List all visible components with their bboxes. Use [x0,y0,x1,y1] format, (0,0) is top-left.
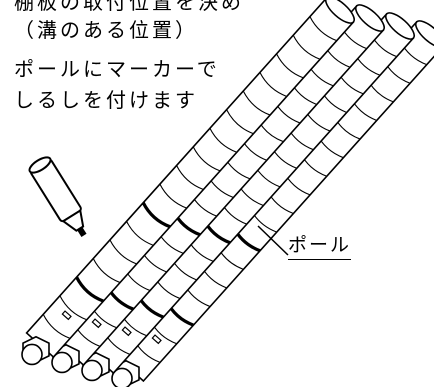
marker-cap-end [28,156,52,174]
pole-top-cap [415,20,434,48]
adjuster-foot [21,343,43,366]
pole-top-cap [325,0,355,24]
pole-groove [92,258,121,284]
pole-slot [151,334,162,345]
adjuster-foot [81,359,103,382]
pole-groove [126,221,154,246]
pole-groove [242,90,271,116]
instruction-line-1: 棚板の取付位置を決め [14,0,244,14]
pole-groove [109,239,137,265]
pole-top-cap [355,4,385,32]
marker-nib [77,227,87,237]
marker-line [141,201,171,229]
pole-slot [121,326,132,337]
pole-groove [192,146,221,172]
pole-leader-line [257,225,289,256]
instruction-line-3: ポールにマーカーで [14,57,220,81]
marker-tip-cone [61,208,85,232]
adjuster-foot [51,351,73,374]
pole-groove [309,16,337,42]
pole-groove [176,165,204,191]
poles-group [21,0,434,387]
pole-groove [276,53,304,79]
pole-groove [42,314,71,339]
pole-groove [292,34,321,60]
pole-slot [61,310,72,321]
pole-groove [259,72,287,97]
pole [21,0,355,366]
marker-line [75,276,104,303]
instruction-line-4: しるしを付けます [14,88,198,112]
pole-label: ポール [288,230,352,260]
pole-groove [59,295,87,321]
pole-groove [159,183,187,209]
pole-groove [226,109,254,135]
marker-pen [28,156,87,237]
instruction-line-2: （溝のある位置） [14,18,198,42]
pole-top-cap [385,12,415,40]
pole-slot [91,318,102,329]
pole [81,12,415,382]
adjuster-foot [111,367,133,387]
pole-groove [209,128,237,153]
